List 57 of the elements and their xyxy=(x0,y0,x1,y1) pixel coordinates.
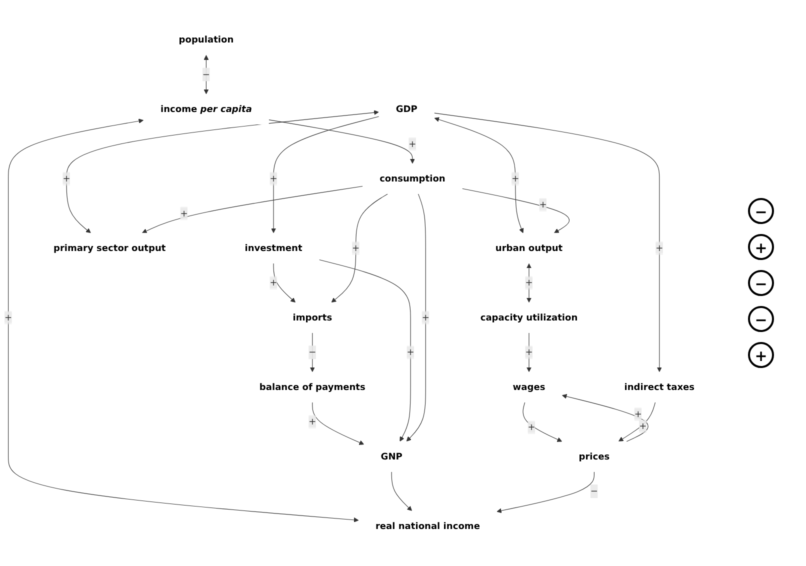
edge-label: + xyxy=(525,346,533,358)
edge-label: + xyxy=(308,416,316,428)
edge-label: + xyxy=(62,173,70,184)
node-text: indirect taxes xyxy=(624,382,695,392)
node-text: population xyxy=(178,34,234,45)
edge-label: + xyxy=(525,277,533,288)
arrow xyxy=(268,120,415,164)
edge-label: + xyxy=(512,173,520,184)
node-text: imports xyxy=(292,312,332,323)
loop-polarity-sign: − xyxy=(748,270,774,296)
arrow xyxy=(271,116,380,234)
arrow xyxy=(522,402,562,442)
edge-label: + xyxy=(270,173,278,184)
loop-polarity-sign: + xyxy=(748,342,774,368)
node-text: capacity utilization xyxy=(480,312,578,323)
edge-label: + xyxy=(270,277,278,288)
loop-polarity-sign: − xyxy=(748,306,774,332)
arrow xyxy=(142,186,363,234)
arrow xyxy=(66,110,379,234)
edge-label: + xyxy=(406,346,414,358)
edge-label: + xyxy=(4,312,12,323)
edge-label: − xyxy=(202,68,210,80)
edge-label: + xyxy=(352,242,360,254)
edge-label: − xyxy=(308,346,316,358)
node-text: real national income xyxy=(375,520,480,532)
arrow xyxy=(310,332,315,372)
edge-label: + xyxy=(408,138,416,150)
node-text: GNP xyxy=(380,451,402,462)
node-text: balance of payments xyxy=(259,382,366,392)
arrow xyxy=(391,472,412,512)
arrow xyxy=(331,194,388,303)
arrow xyxy=(618,402,656,442)
arrow xyxy=(496,472,594,514)
arrow xyxy=(434,117,524,234)
arrow xyxy=(312,402,364,445)
edge-label: + xyxy=(422,312,430,323)
edge-label: + xyxy=(639,420,647,432)
node-text: primary sector output xyxy=(53,242,166,254)
edge-label: + xyxy=(656,242,664,254)
node-text: investment xyxy=(244,242,302,254)
edge-label: − xyxy=(590,486,598,496)
arrow xyxy=(462,188,570,234)
node-text: wages xyxy=(512,382,546,392)
edge-label: + xyxy=(634,408,642,420)
edge-label: + xyxy=(180,208,188,219)
node-text: income per capita xyxy=(160,104,252,114)
loop-polarity-sign: − xyxy=(748,198,774,224)
node-text: urban output xyxy=(495,242,563,254)
arrow xyxy=(273,263,296,303)
node-text: prices xyxy=(578,451,610,462)
edge-label: + xyxy=(528,422,536,433)
loop-polarity-sign: + xyxy=(748,234,774,260)
arrow xyxy=(204,55,209,94)
node-text: GDP xyxy=(396,104,418,114)
edge-label: + xyxy=(539,199,547,210)
node-text: consumption xyxy=(380,173,446,184)
arrow xyxy=(318,260,411,442)
